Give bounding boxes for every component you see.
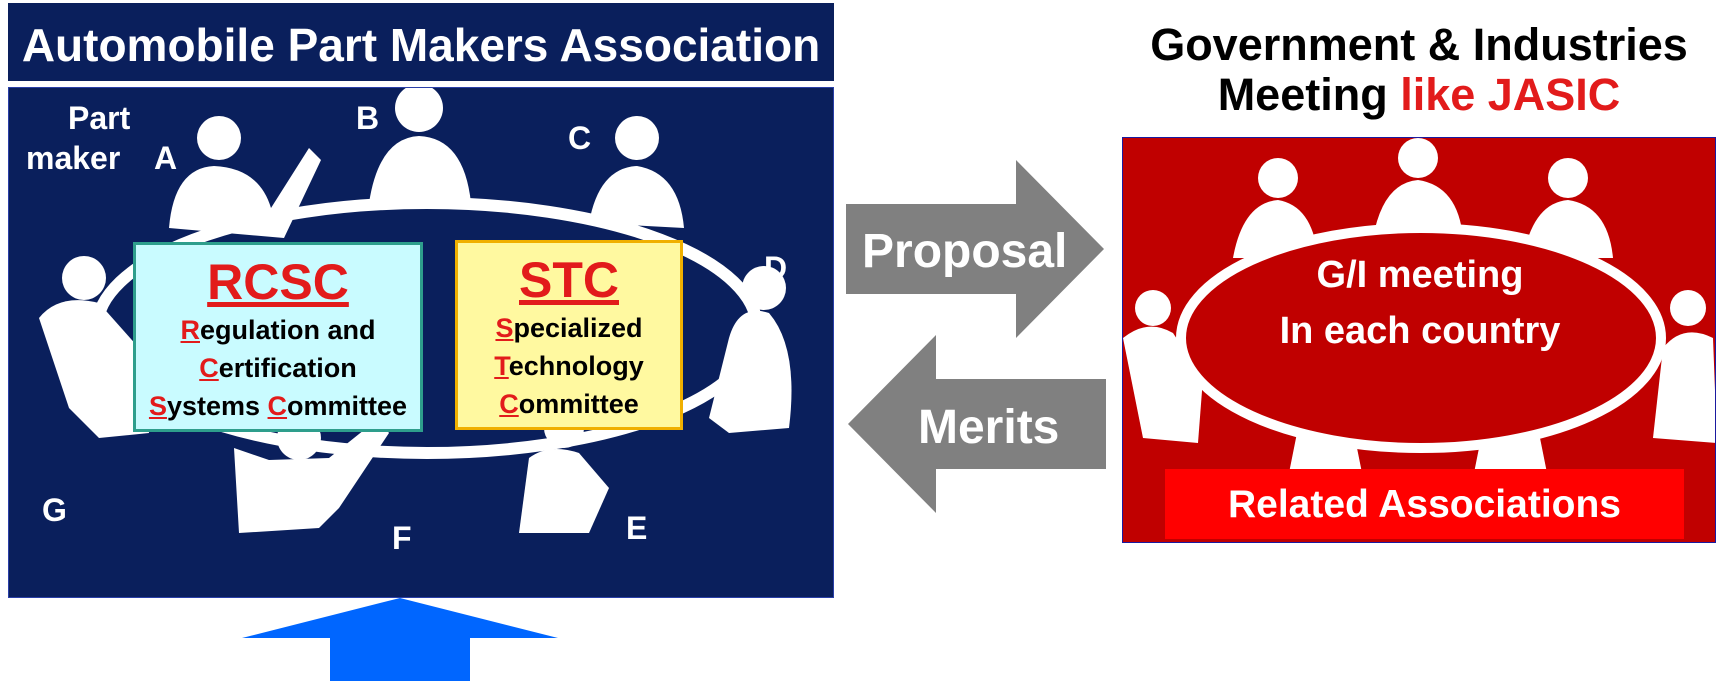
proposal-label: Proposal: [862, 225, 1068, 278]
rcsc-title: RCSC: [207, 254, 349, 310]
seat-label-f: F: [392, 520, 412, 556]
seat-label-b: B: [356, 100, 380, 136]
up-arrow-icon: [242, 598, 558, 681]
government-title: Government & Industries Meeting like JAS…: [1122, 20, 1716, 120]
stc-line-2: Technology: [494, 351, 644, 381]
stc-title: STC: [519, 252, 619, 308]
seat-label-a: A: [154, 140, 178, 176]
seat-label-d: D: [764, 250, 788, 286]
gi-meeting-line-2: In each country: [1279, 310, 1561, 352]
seat-label-g: G: [42, 492, 67, 528]
rcsc-line-2: Certification: [199, 353, 357, 383]
part-maker-label-line1: Part: [68, 100, 131, 136]
part-maker-label-line2: maker: [26, 140, 121, 176]
stc-line-3: Committee: [499, 389, 639, 419]
merits-label: Merits: [918, 401, 1060, 454]
right-arrow-icon: [846, 160, 1104, 338]
related-associations-banner: Related Associations: [1165, 469, 1684, 539]
government-meeting-panel: G/I meeting In each country: [1122, 137, 1716, 543]
stc-committee-box: STC Specialized Technology Committee: [455, 240, 683, 430]
gi-meeting-line-1: G/I meeting: [1316, 254, 1524, 296]
rcsc-line-3: Systems Committee: [148, 391, 408, 421]
rcsc-committee-box: RCSC Regulation and Certification System…: [133, 242, 423, 432]
association-title: Automobile Part Makers Association: [8, 3, 834, 81]
government-title-line-2: Meeting like JASIC: [1217, 69, 1621, 120]
left-arrow-icon: [848, 335, 1106, 513]
rcsc-line-1: Regulation and: [180, 315, 376, 345]
stc-line-1: Specialized: [495, 313, 643, 343]
meeting-table-silhouette-icon: [1123, 138, 1715, 478]
seat-label-e: E: [626, 510, 648, 546]
seat-label-c: C: [568, 120, 592, 156]
government-title-line-1: Government & Industries: [1150, 19, 1688, 70]
